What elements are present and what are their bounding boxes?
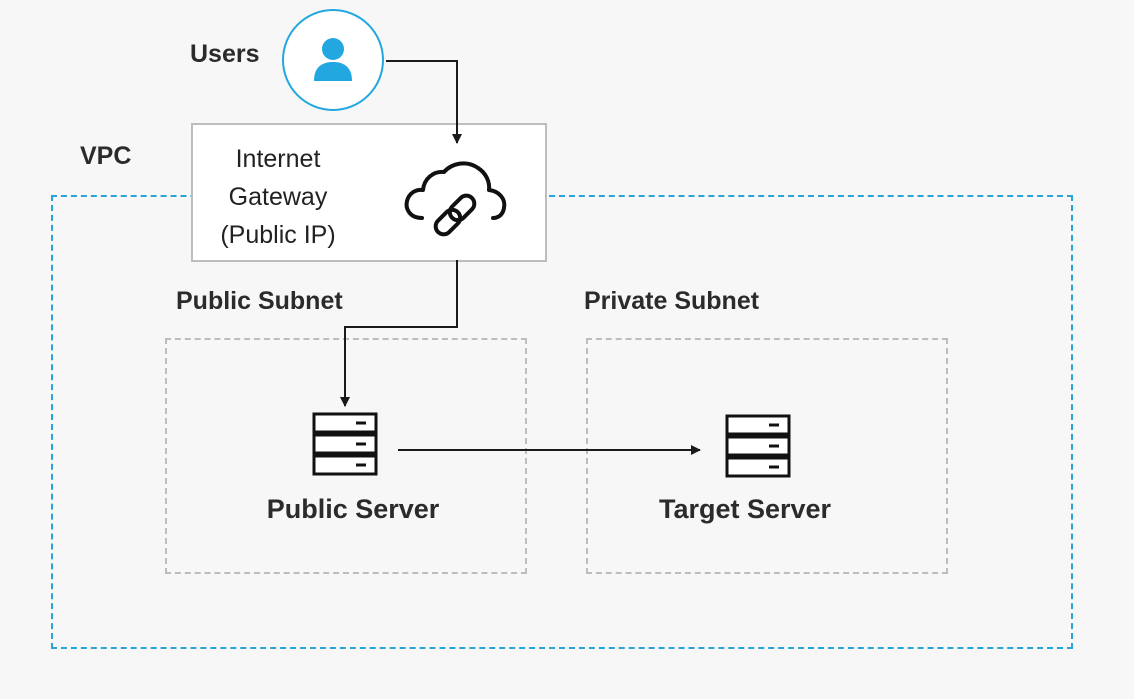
vpc-label: VPC <box>80 142 132 170</box>
users-avatar <box>282 9 384 111</box>
internet-gateway-box <box>191 123 547 262</box>
target-server-label: Target Server <box>658 494 832 524</box>
public-subnet-label: Public Subnet <box>176 287 343 315</box>
gateway-line-1: Internet <box>235 145 321 173</box>
gateway-line-3: (Public IP) <box>220 221 336 249</box>
gateway-line-2: Gateway <box>228 183 328 211</box>
vpc-boundary <box>51 195 1073 649</box>
users-to-gateway-arrow <box>386 60 462 144</box>
gateway-to-public-server-arrow <box>340 260 458 407</box>
internet-gateway-label: Internet Gateway (Public IP) <box>208 140 348 254</box>
private-subnet-box <box>586 338 948 574</box>
public-server-label: Public Server <box>266 494 440 524</box>
target-server-icon <box>725 414 791 478</box>
public-server-icon <box>312 412 378 476</box>
users-label: Users <box>190 40 260 68</box>
cloud-link-icon <box>404 161 507 237</box>
user-icon <box>314 38 352 81</box>
private-subnet-label: Private Subnet <box>584 287 760 315</box>
